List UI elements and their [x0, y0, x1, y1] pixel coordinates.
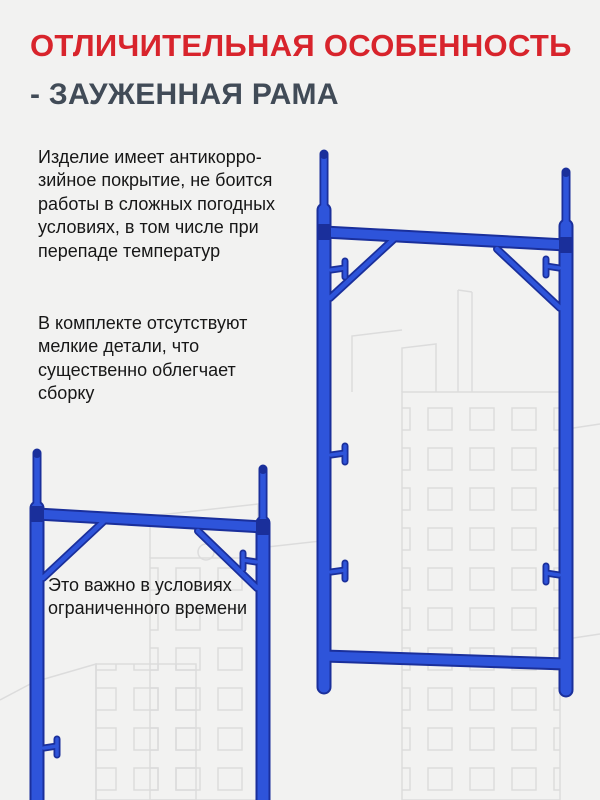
page-title: ОТЛИЧИТЕЛЬНАЯ ОСОБЕННОСТЬ: [30, 28, 572, 63]
feature-text-anticorrosion: Изделие имеет антикорро- зийное покрытие…: [38, 147, 276, 261]
feature-text-limited-time: Это важно в условиях ограниченного време…: [48, 575, 248, 619]
scaffold-frame-large-highlight: [317, 151, 573, 696]
scaffold-frame-small-highlight: [30, 450, 270, 800]
feature-text-no-small-parts: В комплекте отсутствуют мелкие детали, ч…: [38, 313, 248, 404]
page-subtitle: - ЗАУЖЕННАЯ РАМА: [30, 78, 339, 111]
city-sketch-background: [0, 289, 600, 800]
